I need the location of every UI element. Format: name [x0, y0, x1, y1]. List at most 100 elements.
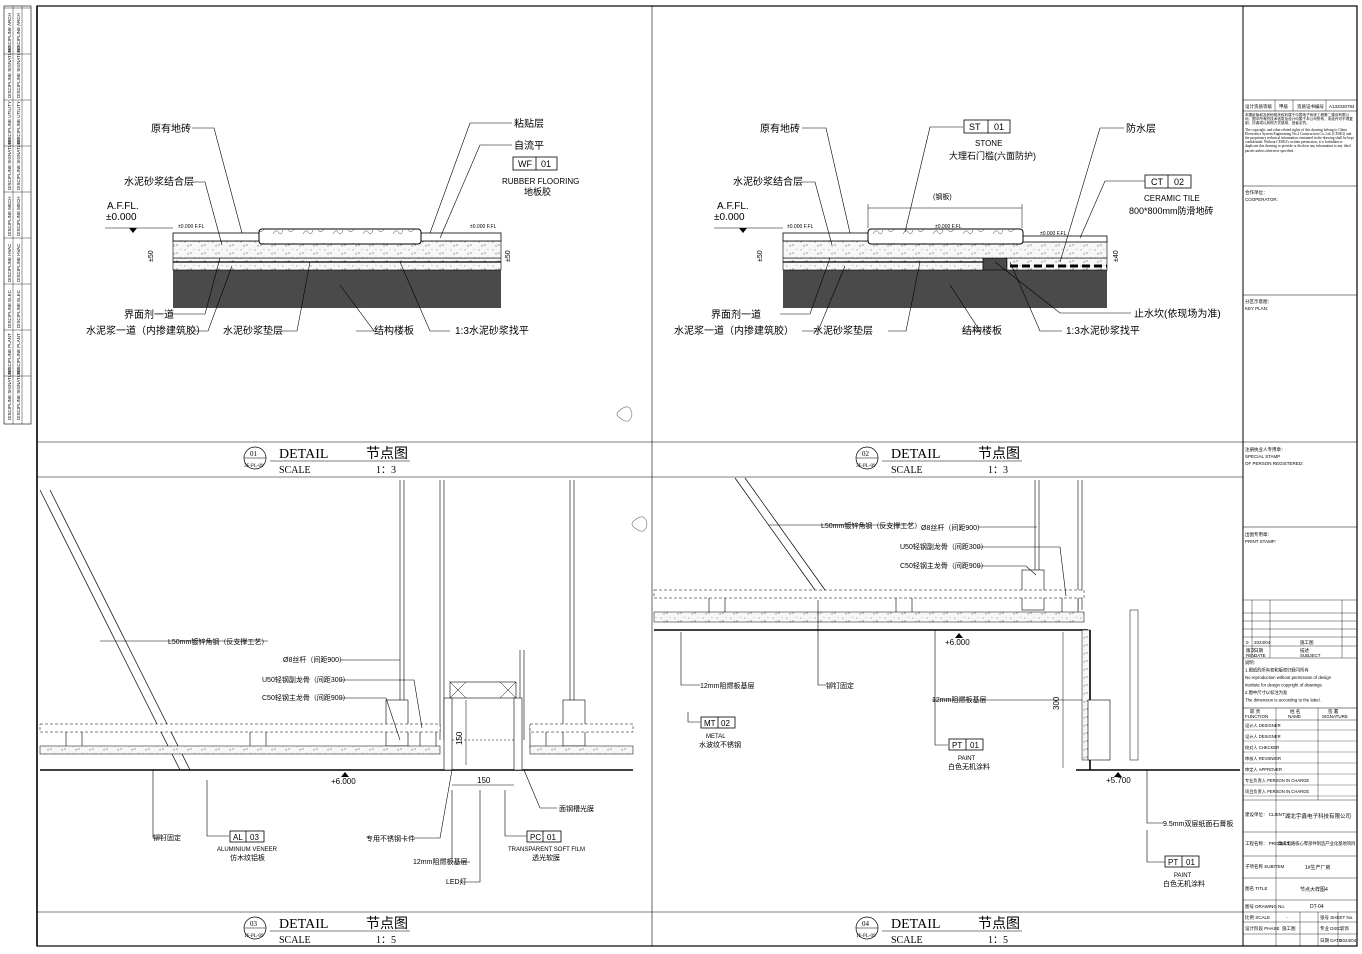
dim-h: 150: [477, 776, 491, 785]
svg-text:9.5mm双层纸面石膏板: 9.5mm双层纸面石膏板: [1163, 819, 1233, 828]
dim-v: 150: [455, 731, 464, 745]
svg-text:1F-PL-09: 1F-PL-09: [244, 934, 264, 939]
svg-text:白色无机涂料: 白色无机涂料: [948, 762, 990, 771]
detail-panel-03: 150 150 +6.000 L50mm镀锌角钢（反支撑工艺） Ø8丝杆（间距9…: [39, 480, 634, 886]
svg-text:02: 02: [1174, 177, 1184, 187]
title-bar-03: 03 1F-PL-09 DETAIL 节点图 SCALE 1：5: [243, 916, 410, 946]
rubber-flooring-section: [258, 228, 422, 245]
svg-text:±0.000 F.FL: ±0.000 F.FL: [787, 224, 814, 230]
svg-text:铆钉固定: 铆钉固定: [153, 833, 181, 842]
svg-text:界面剂一道: 界面剂一道: [711, 308, 761, 321]
svg-text:DETAIL: DETAIL: [891, 917, 940, 932]
svg-text:张号 SHEET No.: 张号 SHEET No.: [1320, 914, 1353, 921]
svg-text:ALUMINIUM VENEER: ALUMINIUM VENEER: [217, 847, 278, 853]
svg-text:03: 03: [250, 833, 259, 842]
svg-text:姓 名: 姓 名: [1290, 708, 1300, 715]
svg-text:3F-PL-09: 3F-PL-09: [856, 464, 876, 469]
svg-text:12mm阻燃板基层: 12mm阻燃板基层: [700, 681, 754, 690]
drawing-no-value: DT-04: [1310, 904, 1324, 910]
svg-text:PC: PC: [530, 833, 541, 842]
svg-text:800*800mm防滑地砖: 800*800mm防滑地砖: [1129, 205, 1214, 216]
role-cell: 设计人 DESIGNER: [1245, 733, 1281, 740]
note-line: 说明：: [1245, 659, 1258, 666]
dim-top: (钢板): [933, 192, 952, 201]
svg-text:专业 DISC.: 专业 DISC.: [1320, 925, 1342, 932]
svg-text:甲级: 甲级: [1279, 103, 1288, 110]
level-mark-icon: [341, 772, 349, 777]
elev-left: ±0.000 F.FL: [178, 224, 205, 230]
strip-cell: DISCIPLINE ARCH: [7, 13, 12, 52]
level-mark-icon: [129, 228, 137, 233]
role-cell: 专业负责人 PERSON IN CHARGE: [1245, 777, 1309, 784]
dim-v: 300: [1052, 696, 1061, 710]
material-tag-st01: ST 01 STONE 大理石门槛(六面防护): [949, 119, 1036, 161]
svg-text:施工图: 施工图: [1282, 925, 1296, 932]
svg-text:工程名称： PROJECT: 工程名称： PROJECT: [1245, 840, 1290, 847]
elevation-label: +6.000: [331, 777, 356, 786]
strip-cell: DISCIPLINE PLANT: [16, 333, 21, 374]
svg-text:子项名称 SUBITEM: 子项名称 SUBITEM: [1245, 863, 1285, 870]
svg-text:铆钉固定: 铆钉固定: [826, 681, 854, 690]
level-tag: A.F.FL.: [717, 201, 749, 212]
svg-text:结构楼板: 结构楼板: [962, 324, 1002, 337]
svg-text:2024/04: 2024/04: [1340, 938, 1357, 943]
label-adhesive: 粘贴层: [514, 117, 544, 130]
svg-text:资质证书编号: 资质证书编号: [1297, 103, 1324, 110]
role-cell: 审定人 APPROVER: [1245, 766, 1282, 773]
svg-text:CERAMIC TILE: CERAMIC TILE: [1144, 194, 1200, 203]
strip-cell: DISCIPLINE UTILITY: [7, 101, 12, 144]
svg-text:1F-PL-09: 1F-PL-09: [856, 934, 876, 939]
svg-text:0: 0: [1246, 640, 1249, 645]
strip-cell: DISCIPLINE ELEC: [7, 289, 12, 328]
svg-text:DETAIL: DETAIL: [279, 917, 328, 932]
svg-text:节点图: 节点图: [366, 446, 408, 462]
break-symbol-icon: [616, 406, 633, 422]
svg-text:图号 DRAWING No.: 图号 DRAWING No.: [1245, 904, 1285, 910]
svg-text:SPECIAL STAMP: SPECIAL STAMP: [1245, 454, 1280, 459]
strip-cell: DISCIPLINE SIGNATURE: [16, 368, 21, 420]
svg-text:Ø8丝杆（间距900）: Ø8丝杆（间距900）: [921, 523, 984, 532]
svg-text:02: 02: [721, 719, 730, 728]
svg-text:DATE: DATE: [1254, 653, 1266, 658]
copyright-cn: 本图纸版权及其他相关权利属于中国电子系统工程第二建设有限公司，图中所有的技术信息…: [1245, 113, 1353, 126]
material-tag-wf01: WF 01 RUBBER FLOORING 地板胶: [502, 156, 579, 197]
svg-text:原有地砖: 原有地砖: [760, 122, 800, 135]
label-bond-layer: 水泥砂浆结合层: [124, 175, 194, 188]
svg-text:1:3水泥砂浆找平: 1:3水泥砂浆找平: [1066, 324, 1140, 337]
client-value: 湖北宇鑫电子科技有限公司: [1285, 812, 1351, 820]
strip-cell: DISCIPLINE SIGNATURE: [7, 138, 12, 190]
strip-cell: DISCIPLINE SIGNATURE: [16, 138, 21, 190]
level-value: ±0.000: [106, 212, 137, 223]
copyright-en: The copyright, and other related rights …: [1245, 127, 1354, 153]
title-block: 设计资质等级 甲级 资质证书编号 A132030784 本图纸版权及其他相关权利…: [1242, 99, 1358, 946]
svg-text:大理石门槛(六面防护): 大理石门槛(六面防护): [949, 150, 1036, 161]
role-cell: 审核人 REVIEWER: [1245, 755, 1281, 762]
svg-text:节点图: 节点图: [366, 916, 408, 932]
note-line: The dimension is according to the label.: [1245, 698, 1321, 703]
material-tag-al03: AL 03 ALUMINIUM VENEER 仿木纹铝板: [217, 830, 278, 862]
level-tag: A.F.FL.: [107, 201, 139, 212]
svg-text:01: 01: [1186, 858, 1195, 867]
svg-text:施工图: 施工图: [1300, 639, 1314, 646]
svg-text:SUBJECT: SUBJECT: [1300, 653, 1321, 658]
svg-text:SCALE: SCALE: [279, 935, 311, 946]
strip-cell: DISCIPLINE ELEC: [16, 289, 21, 328]
elevation-bottom: +5.700: [1106, 776, 1131, 785]
svg-text:1：5: 1：5: [376, 935, 396, 946]
label-interface-agent: 界面剂一道: [124, 308, 174, 321]
svg-text:01: 01: [541, 159, 551, 169]
level-mark-icon: [1114, 772, 1122, 777]
svg-text:U50轻钢副龙骨（间距300）: U50轻钢副龙骨（间距300）: [262, 675, 350, 684]
stone-threshold-section: [867, 228, 1024, 245]
svg-text:专用不锈钢卡件: 专用不锈钢卡件: [366, 834, 415, 843]
strip-cell: DISCIPLINE MECH: [7, 196, 12, 236]
svg-text:STONE: STONE: [975, 139, 1002, 148]
detail-panel-01: A.F.FL. ±0.000 ±0.000 F.FL ±0.000 F.FL ±…: [86, 117, 579, 337]
svg-text:日期: 日期: [1254, 648, 1263, 654]
svg-text:C50轻钢主龙骨（间距900）: C50轻钢主龙骨（间距900）: [262, 693, 350, 702]
svg-text:-: -: [1286, 915, 1288, 920]
label-structural-slab: 结构楼板: [374, 324, 414, 337]
elevation-top: +6.000: [945, 638, 970, 647]
title-bar-04: 04 1F-PL-09 DETAIL 节点图 SCALE 1：5: [855, 916, 1022, 946]
